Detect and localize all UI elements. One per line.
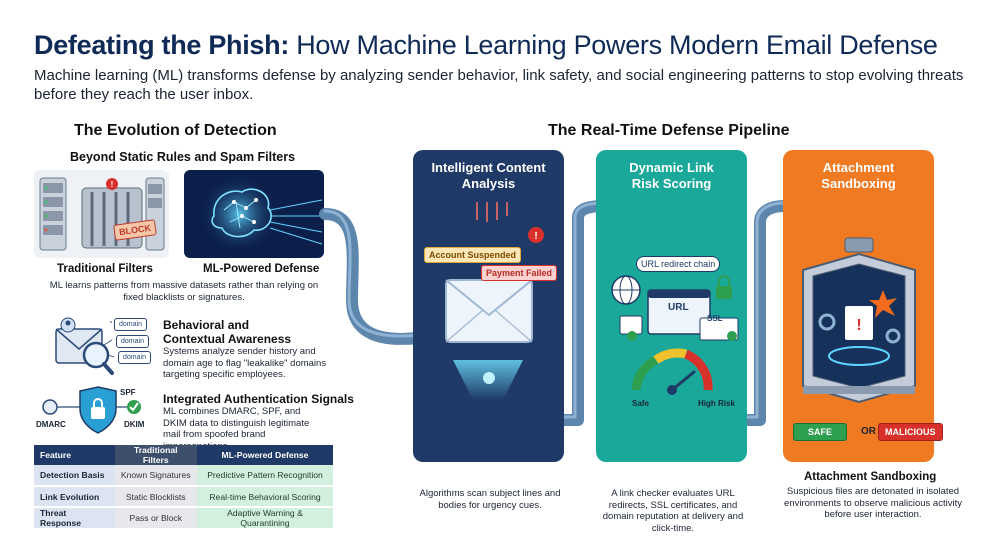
behavioral-title-line1: Behavioral and <box>163 318 250 332</box>
table-cell: Pass or Block <box>114 507 197 530</box>
malicious-badge: MALICIOUS <box>878 423 943 441</box>
ssl-label: SSL <box>707 314 723 323</box>
table-cell: Predictive Pattern Recognition <box>196 465 333 487</box>
stage2-title-line1: Dynamic Link <box>629 160 714 175</box>
stage3-title: Attachment Sandboxing <box>783 160 934 192</box>
title-rest: How Machine Learning Powers Modern Email… <box>296 30 938 60</box>
ml-defense-caption: ML-Powered Defense <box>203 263 320 275</box>
table-header-traditional: Traditional Filters <box>114 445 197 465</box>
behavioral-illustration: domain domain domain <box>52 315 160 377</box>
dkim-label: DKIM <box>124 420 145 429</box>
ml-brain-illustration <box>184 170 324 258</box>
stage2-title: Dynamic Link Risk Scoring <box>596 160 747 192</box>
spf-label: SPF <box>120 388 136 397</box>
auth-title: Integrated Authentication Signals <box>163 392 354 406</box>
table-header-ml: ML-Powered Defense <box>196 445 333 465</box>
domain-tag-2: domain <box>116 335 149 348</box>
table-cell: Detection Basis <box>34 465 115 487</box>
stage2-description: A link checker evaluates URL redirects, … <box>602 488 744 534</box>
stage1-title: Intelligent Content Analysis <box>413 160 564 192</box>
table-cell: Adaptive Warning & Quarantining <box>196 507 333 530</box>
link-scoring-illustration <box>611 275 739 395</box>
gauge-high-risk-label: High Risk <box>698 399 735 408</box>
behavioral-title-line2: Contextual Awareness <box>163 332 292 346</box>
or-label: OR <box>861 426 876 437</box>
stage1-description: Algorithms scan subject lines and bodies… <box>419 488 561 511</box>
evolution-note: ML learns patterns from massive datasets… <box>49 280 319 303</box>
behavioral-body: Systems analyze sender history and domai… <box>163 346 327 380</box>
domain-tag-1: domain <box>114 318 147 331</box>
dmarc-label: DMARC <box>36 420 66 429</box>
table-header-feature: Feature <box>34 445 115 465</box>
stage1-title-line1: Intelligent Content <box>431 160 546 175</box>
page-title: Defeating the Phish: How Machine Learnin… <box>34 30 938 61</box>
evolution-subheading: Beyond Static Rules and Spam Filters <box>70 150 296 164</box>
gauge-safe-label: Safe <box>632 399 649 408</box>
table-row: Link Evolution Static Blocklists Real-ti… <box>34 486 333 508</box>
sandbox-illustration: ! <box>802 237 916 404</box>
url-redirect-chain-label: URL redirect chain <box>636 256 721 272</box>
table-cell: Static Blocklists <box>114 486 197 508</box>
svg-text:!: ! <box>111 180 114 189</box>
table-row: Detection Basis Known Signatures Predict… <box>34 465 333 487</box>
account-suspended-tag: Account Suspended <box>424 247 522 263</box>
svg-text:!: ! <box>856 317 861 334</box>
svg-text:!: ! <box>534 231 537 242</box>
table-cell: Link Evolution <box>34 486 115 508</box>
domain-tag-3: domain <box>118 351 151 364</box>
stage1-title-line2: Analysis <box>461 176 516 191</box>
table-row: Threat Response Pass or Block Adaptive W… <box>34 507 333 530</box>
url-label: URL <box>668 302 689 313</box>
evolution-heading: The Evolution of Detection <box>74 122 277 139</box>
safe-badge: SAFE <box>793 423 848 441</box>
auth-signals-illustration: DMARC SPF DKIM <box>36 385 156 439</box>
stage3-title-line2: Sandboxing <box>821 176 896 191</box>
stage3-description: Suspicious files are detonated in isolat… <box>784 486 962 520</box>
stage2-title-line2: Risk Scoring <box>631 176 712 191</box>
pipeline-heading: The Real-Time Defense Pipeline <box>548 122 790 139</box>
payment-failed-tag: Payment Failed <box>481 265 558 281</box>
behavioral-title: Behavioral and Contextual Awareness <box>163 318 291 346</box>
traditional-filters-caption: Traditional Filters <box>57 263 153 275</box>
traditional-filters-illustration: ! BLOCK <box>34 170 169 258</box>
table-header-row: Feature Traditional Filters ML-Powered D… <box>34 445 333 465</box>
page-subtitle: Machine learning (ML) transforms defense… <box>34 67 964 103</box>
title-bold: Defeating the Phish: <box>34 30 290 60</box>
table-cell: Known Signatures <box>114 465 197 487</box>
sandbox-caption: Attachment Sandboxing <box>804 471 937 483</box>
table-cell: Threat Response <box>34 507 115 530</box>
stage3-title-line1: Attachment <box>822 160 895 175</box>
content-analysis-illustration: ! <box>445 202 544 400</box>
table-cell: Real-time Behavioral Scoring <box>196 486 333 508</box>
comparison-table: Feature Traditional Filters ML-Powered D… <box>34 445 333 530</box>
